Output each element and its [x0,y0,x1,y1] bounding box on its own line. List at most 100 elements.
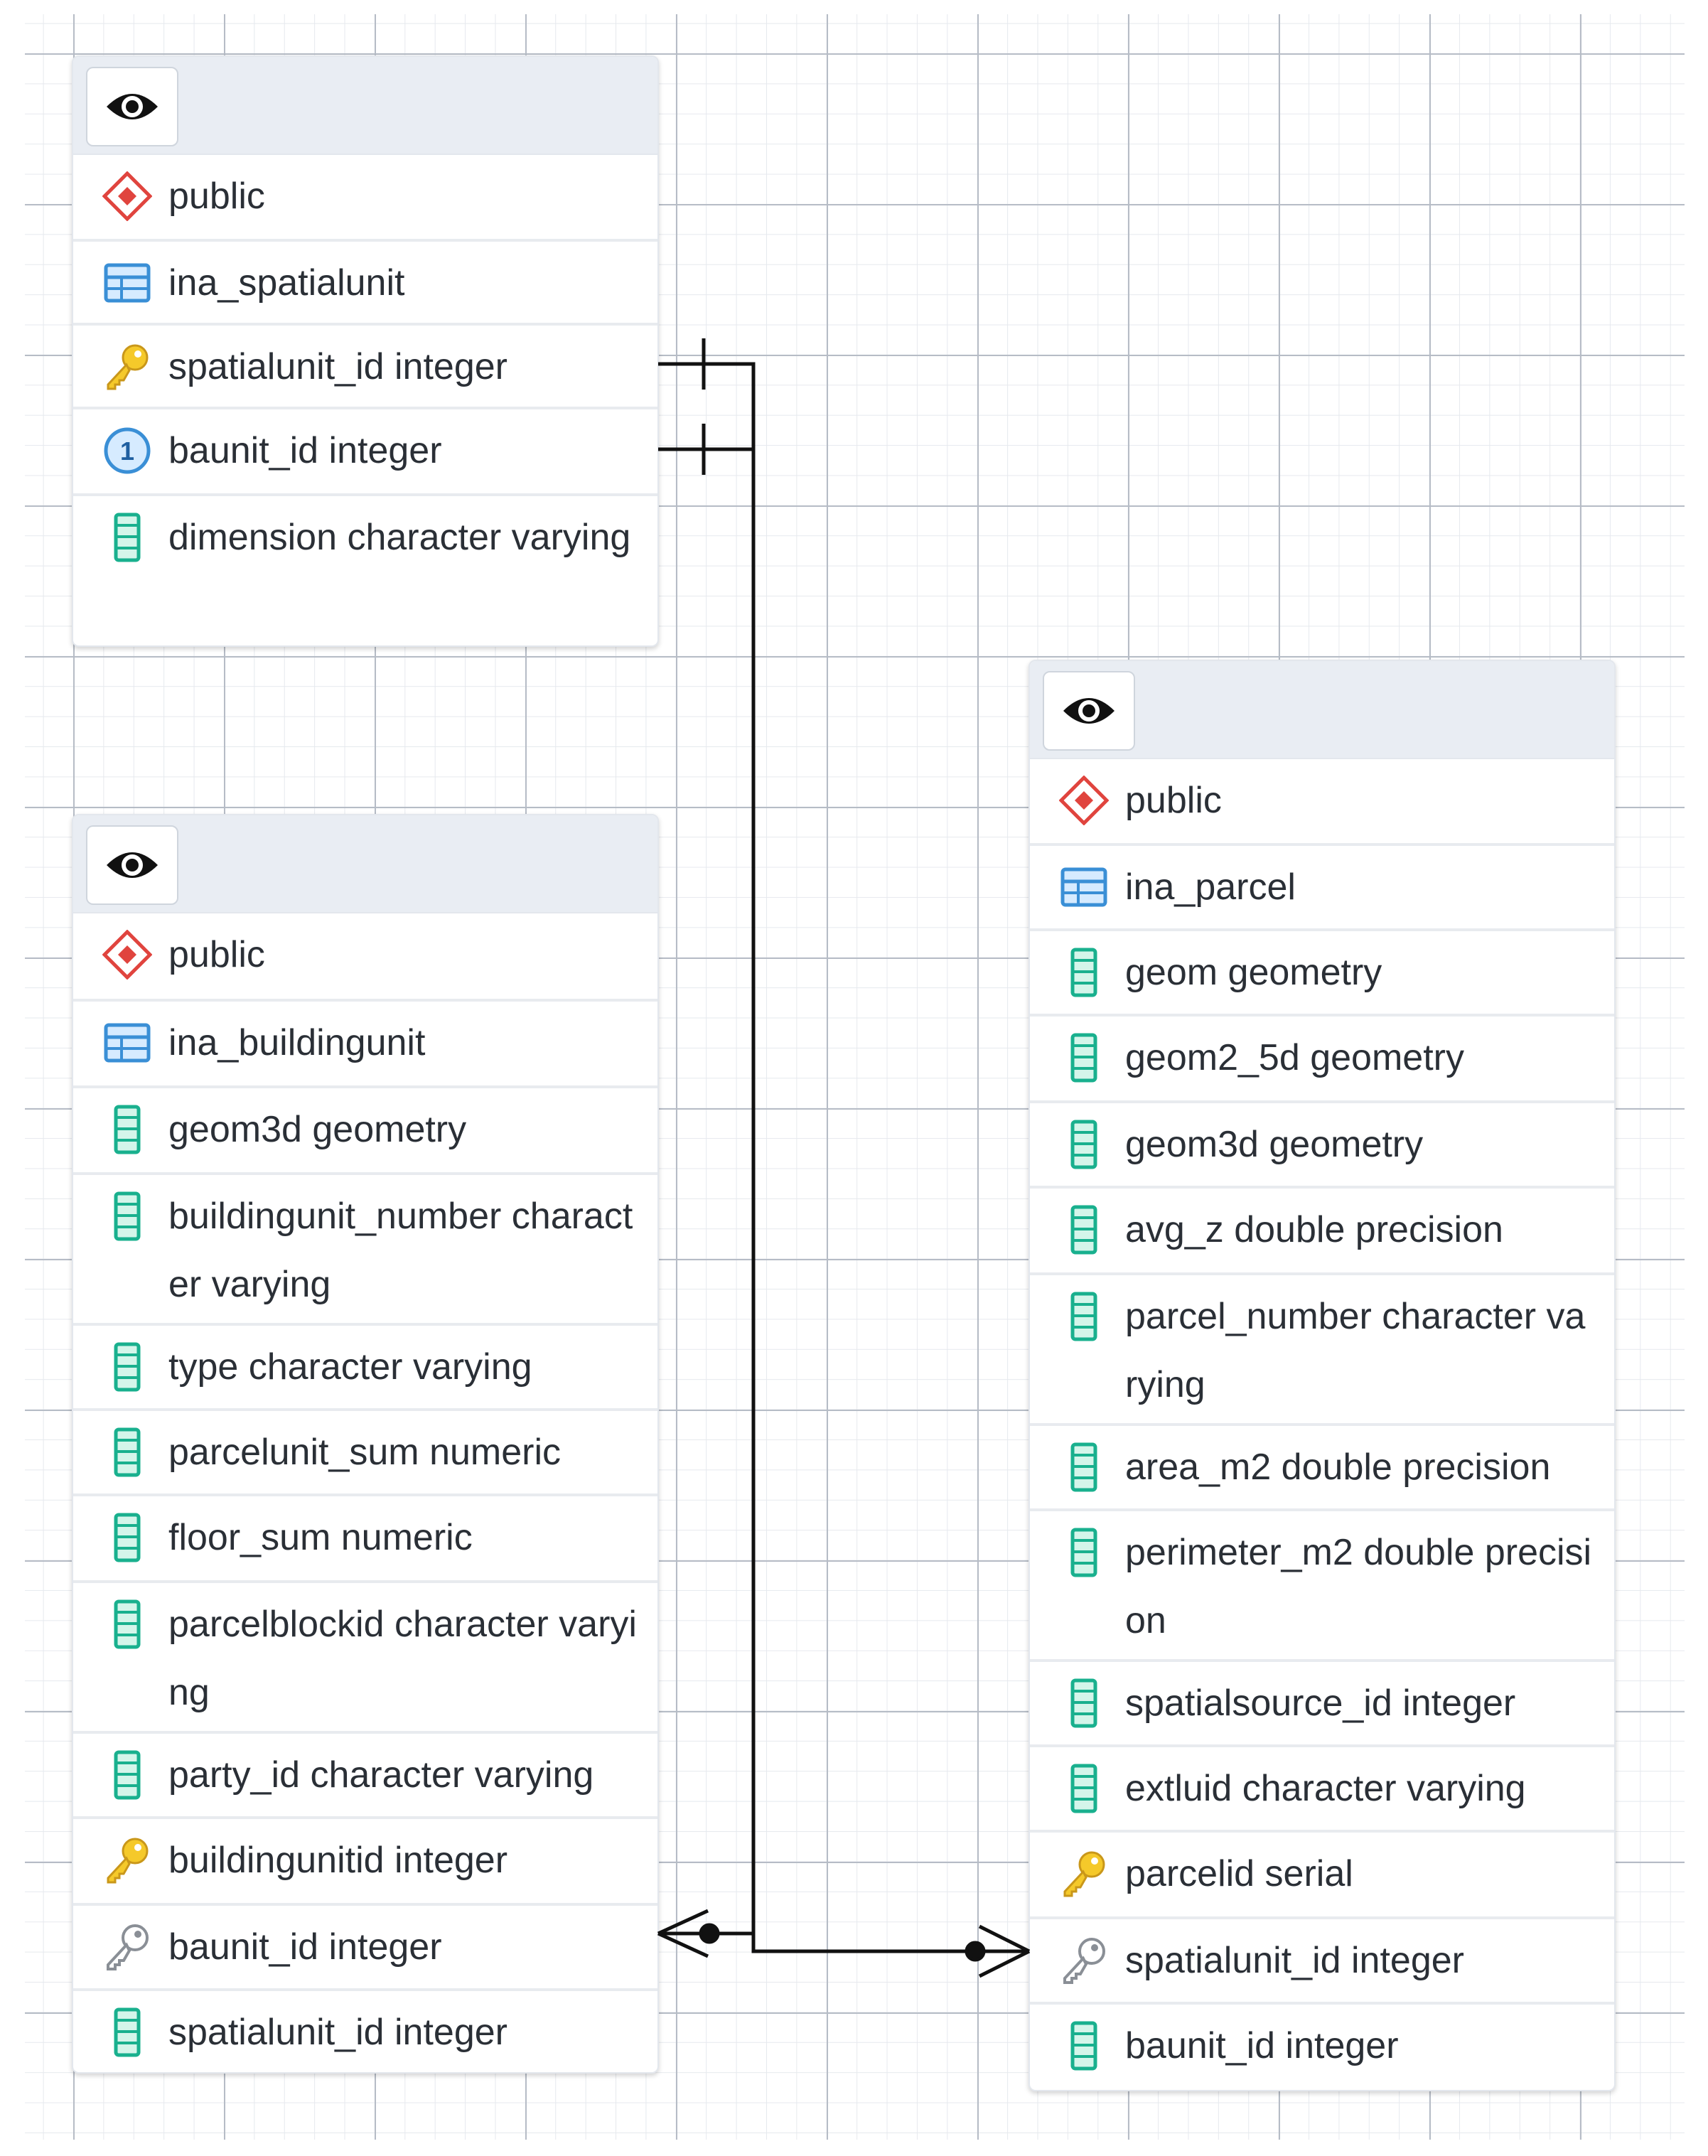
schema-icon [102,171,153,222]
column-icon [1058,1291,1110,1342]
row-label: public [168,176,265,217]
row-label: spatialsource_id integer [1125,1683,1516,1724]
table-row-column[interactable]: extluid character varying [1030,1744,1614,1830]
column-icon [1058,1119,1110,1170]
table-header [1030,661,1614,759]
row-label: buildingunit_number character varying [168,1196,633,1305]
table-row-table-name[interactable]: ina_parcel [1030,843,1614,928]
table-row-column[interactable]: geom3d geometry [1030,1100,1614,1186]
column-icon [1058,1678,1110,1729]
schema-icon [102,929,153,980]
table-rows: public ina_spatialunit spatialunit_id in… [73,155,657,644]
column-icon [1058,1204,1110,1255]
primary-key-icon [102,1835,153,1886]
table-icon [102,257,153,309]
row-label: type character varying [168,1346,532,1388]
row-label: dimension character varying [168,517,631,558]
table-row-column[interactable]: type character varying [73,1323,657,1408]
table-row-table-name[interactable]: ina_buildingunit [73,999,657,1085]
table-icon [1058,862,1110,913]
table-row-column[interactable]: parcel_number character varying [1030,1272,1614,1423]
column-icon [1058,1442,1110,1493]
column-icon [102,1599,153,1650]
view-toggle-button[interactable] [86,825,178,905]
column-icon [102,1427,153,1478]
table-row-column[interactable]: spatialunit_id integer [1030,1916,1614,2002]
column-icon [1058,1527,1110,1578]
row-label: spatialunit_id integer [1125,1940,1464,1981]
row-label: baunit_id integer [168,430,442,471]
table-row-column[interactable]: perimeter_m2 double precision [1030,1508,1614,1659]
row-label: perimeter_m2 double precision [1125,1532,1592,1641]
row-label: public [168,934,265,975]
table-icon [102,1017,153,1068]
row-label: parcelid serial [1125,1853,1353,1894]
table-row-column[interactable]: geom3d geometry [73,1085,657,1172]
table-row-column[interactable]: buildingunitid integer [73,1816,657,1903]
view-toggle-button[interactable] [86,67,178,146]
foreign-key-icon [102,1921,153,1973]
svg-text:1: 1 [120,436,134,466]
relationship-spatialunit-to-parcel[interactable] [658,338,1031,1978]
column-icon [102,1512,153,1563]
row-label: parcelblockid character varying [168,1604,637,1713]
column-icon [102,1749,153,1801]
column-icon [102,2007,153,2058]
row-label: spatialunit_id integer [168,346,507,387]
relationship-spatialunit-to-buildingunit[interactable] [657,424,756,1958]
row-label: area_m2 double precision [1125,1447,1551,1488]
table-row-schema[interactable]: public [73,913,657,999]
table-row-column[interactable]: parcelblockid character varying [73,1580,657,1731]
row-label: ina_buildingunit [168,1022,426,1063]
row-label: avg_z double precision [1125,1209,1503,1250]
column-icon [1058,2020,1110,2071]
eye-icon [107,94,158,119]
table-row-column[interactable]: geom geometry [1030,928,1614,1014]
row-label: party_id character varying [168,1754,594,1796]
erd-table-ina-parcel[interactable]: public ina_parcel geom geometry geom2_5d… [1028,660,1616,2091]
row-label: extluid character varying [1125,1768,1526,1809]
column-icon [102,1104,153,1155]
table-row-column[interactable]: baunit_id integer [73,1903,657,1988]
row-label: baunit_id integer [168,1926,442,1968]
table-row-column[interactable]: spatialunit_id integer [73,1988,657,2072]
row-label: public [1125,780,1222,821]
table-row-column[interactable]: parcelid serial [1030,1830,1614,1916]
table-row-column[interactable]: baunit_id integer [1030,2002,1614,2087]
table-row-column[interactable]: buildingunit_number character varying [73,1172,657,1323]
view-toggle-button[interactable] [1043,671,1135,751]
row-label: ina_spatialunit [168,262,405,304]
table-row-column[interactable]: party_id character varying [73,1731,657,1816]
schema-icon [1058,775,1110,826]
row-label: parcelunit_sum numeric [168,1432,562,1473]
erd-table-ina-buildingunit[interactable]: public ina_buildingunit geom3d geometry … [72,814,659,2074]
table-row-column[interactable]: area_m2 double precision [1030,1423,1614,1508]
table-row-column[interactable]: parcelunit_sum numeric [73,1408,657,1493]
table-row-column[interactable]: geom2_5d geometry [1030,1014,1614,1100]
table-row-column[interactable]: spatialsource_id integer [1030,1659,1614,1744]
table-header [73,57,657,155]
table-row-schema[interactable]: public [1030,759,1614,843]
table-row-column[interactable]: avg_z double precision [1030,1186,1614,1272]
table-row-column[interactable]: spatialunit_id integer [73,323,657,407]
table-row-column[interactable]: 1 baunit_id integer [73,407,657,493]
table-row-table-name[interactable]: ina_spatialunit [73,239,657,323]
primary-key-icon [1058,1848,1110,1899]
unique-constraint-icon: 1 [102,425,153,476]
eye-icon [1063,698,1115,724]
row-label: geom3d geometry [1125,1124,1424,1165]
row-label: spatialunit_id integer [168,2012,507,2053]
table-row-schema[interactable]: public [73,155,657,239]
column-icon [102,1341,153,1393]
column-icon [1058,1763,1110,1814]
row-label: buildingunitid integer [168,1840,508,1881]
table-rows: public ina_buildingunit geom3d geometry … [73,913,657,2072]
row-label: geom geometry [1125,952,1382,993]
row-label: floor_sum numeric [168,1517,473,1558]
table-row-column[interactable]: dimension character varying [73,493,657,644]
erd-table-ina-spatialunit[interactable]: public ina_spatialunit spatialunit_id in… [72,55,659,647]
row-label: ina_parcel [1125,867,1296,908]
table-header [73,815,657,913]
table-row-column[interactable]: floor_sum numeric [73,1493,657,1580]
row-label: baunit_id integer [1125,2025,1399,2066]
